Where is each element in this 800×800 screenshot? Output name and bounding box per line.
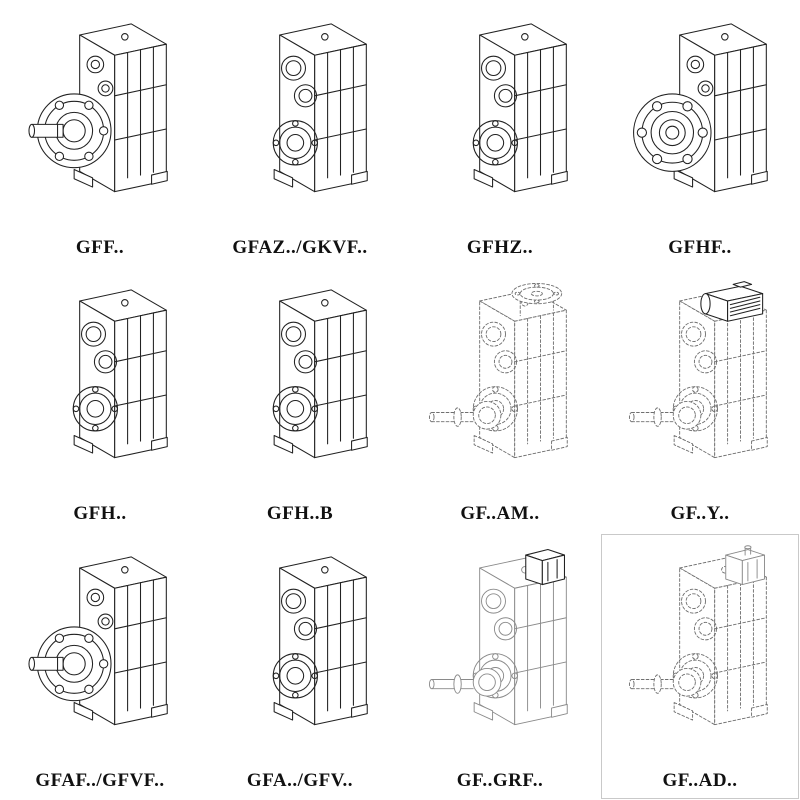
gearbox-flange-output-shaft-drawing [0,533,200,767]
model-label: GFHZ.. [466,236,534,258]
gearbox-hollow-shaft-drawing [400,0,600,234]
catalog-cell-gfhb: GFH..B [200,267,400,534]
gearbox-flange-hollow-shaft-drawing [600,0,800,234]
catalog-cell-gfaf: GFAF../GFVF.. [0,533,200,800]
catalog-cell-gfhf: GFHF.. [600,0,800,267]
model-label: GFHF.. [668,236,732,258]
catalog-cell-gfy: GF..Y.. [600,267,800,534]
model-label: GFF.. [75,236,125,258]
model-label: GFAF../GFVF.. [35,769,165,791]
model-label: GF..GRF.. [456,769,544,791]
gearbox-input-adapter-drawing [400,533,600,767]
model-label: GFAZ../GKVF.. [232,236,368,258]
catalog-cell-gfam: GF..AM.. [400,267,600,534]
catalog-cell-gfgrf: GF..GRF.. [400,533,600,800]
gearbox-input-shaft-adapter-dashed-drawing [600,533,800,767]
model-label: GF..AD.. [662,769,738,791]
model-label: GF..Y.. [670,503,730,525]
model-label: GFA../GFV.. [246,769,354,791]
catalog-cell-gfa: GFA../GFV.. [200,533,400,800]
gearbox-with-motor-dashed-drawing [600,267,800,501]
catalog-cell-gfaz: GFAZ../GKVF.. [200,0,400,267]
model-label: GF..AM.. [460,503,540,525]
model-label: GFH.. [73,503,127,525]
gearbox-iec-motor-flange-dashed-drawing [400,267,600,501]
catalog-cell-gfhz: GFHZ.. [400,0,600,267]
catalog-cell-gfad: GF..AD.. [600,533,800,800]
gearbox-hollow-shaft-mounted-drawing [200,0,400,234]
model-label: GFH..B [266,503,334,525]
gearbox-foot-hollow-drawing [0,267,200,501]
gearbox-foot-hollow-b-drawing [200,267,400,501]
gearbox-foot-shaft-drawing [200,533,400,767]
gearbox-flange-solid-shaft-drawing [0,0,200,234]
catalog-cell-gff: GFF.. [0,0,200,267]
catalog-cell-gfh: GFH.. [0,267,200,534]
